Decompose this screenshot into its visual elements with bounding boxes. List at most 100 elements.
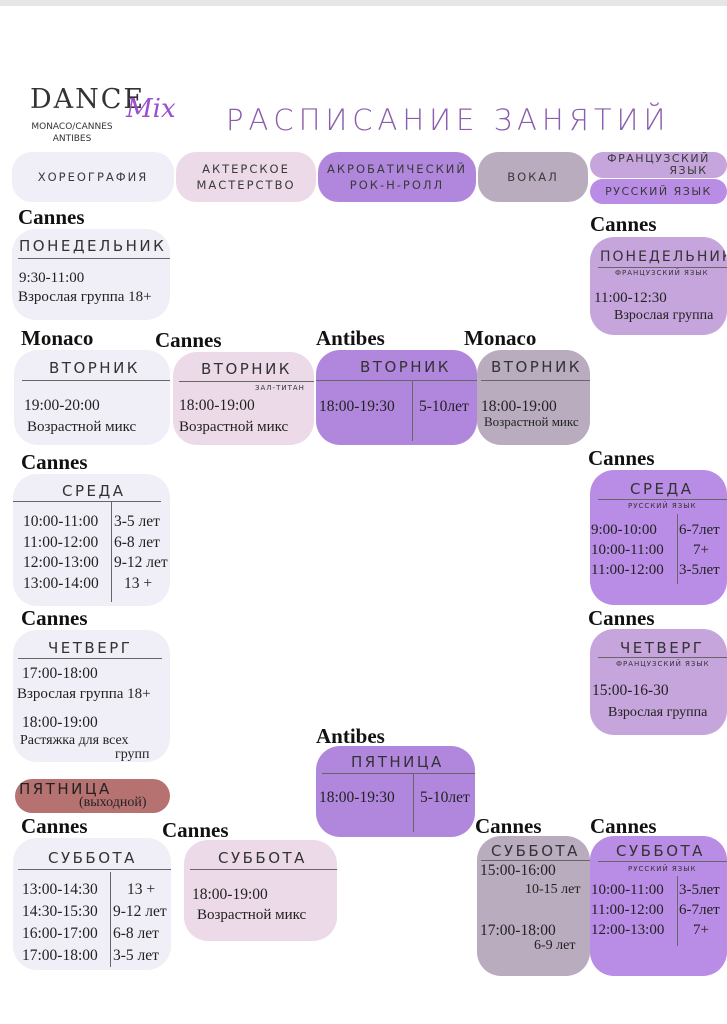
day-label: ЧЕТВЕРГ bbox=[48, 639, 133, 657]
city-label: Cannes bbox=[588, 606, 655, 630]
class-age: 3-5 лет bbox=[114, 513, 160, 530]
class-group: Возрастной микс bbox=[27, 419, 137, 435]
class-age: 6-7лет bbox=[679, 522, 720, 538]
class-age: 6-7лет bbox=[679, 902, 720, 918]
logo-locations: MONACO/CANNES ANTIBES bbox=[22, 121, 122, 145]
class-time: 11:00-12:00 bbox=[591, 562, 664, 578]
category-label: ВОКАЛ bbox=[507, 170, 559, 184]
class-age: 5-10лет bbox=[419, 398, 469, 415]
divider bbox=[22, 380, 170, 381]
logo-accent: Mix bbox=[126, 94, 176, 124]
day-label: ВТОРНИК bbox=[360, 358, 451, 376]
divider bbox=[13, 501, 161, 502]
day-label: СУББОТА bbox=[491, 842, 580, 860]
column-divider bbox=[110, 872, 111, 967]
monday-french-card: ПОНЕДЕЛЬНИК ФРАНЦУЗСКИЙ ЯЗЫК 11:00-12:30… bbox=[590, 237, 727, 335]
saturday-russian-card: СУББОТА РУССКИЙ ЯЗЫК 10:00-11:00 11:00-1… bbox=[590, 836, 727, 976]
class-time: 17:00-18:00 bbox=[480, 922, 556, 939]
logo-word: DANCE bbox=[30, 84, 146, 115]
time-column: 9:00-10:00 10:00-11:00 11:00-12:00 bbox=[591, 520, 664, 580]
class-time: 18:00-19:30 bbox=[319, 398, 395, 415]
language-note: ФРАНЦУЗСКИЙ ЯЗЫК bbox=[615, 269, 709, 277]
language-note: РУССКИЙ ЯЗЫК bbox=[628, 865, 697, 873]
class-group: Возрастной микс bbox=[197, 907, 307, 923]
city-label: Antibes bbox=[316, 326, 385, 350]
category-russian: РУССКИЙ ЯЗЫК bbox=[590, 179, 727, 204]
divider bbox=[322, 773, 475, 774]
class-age: 10-15 лет bbox=[525, 882, 581, 897]
class-group: Возрастной микс bbox=[179, 419, 289, 435]
class-time: 10:00-11:00 bbox=[591, 542, 664, 558]
class-age: 3-5 лет bbox=[113, 947, 159, 964]
class-age: 6-8 лет bbox=[113, 925, 159, 942]
divider bbox=[481, 860, 590, 861]
class-time: 11:00-12:00 bbox=[591, 902, 664, 918]
category-french: ФРАНЦУЗСКИЙ ЯЗЫК bbox=[590, 152, 727, 178]
class-time: 9:30-11:00 bbox=[19, 270, 85, 286]
class-time: 12:00-13:00 bbox=[23, 554, 99, 571]
page-title: РАСПИСАНИЕ ЗАНЯТИЙ bbox=[226, 103, 671, 137]
saturday-vocal-card: СУББОТА 15:00-16:00 10-15 лет 17:00-18:0… bbox=[477, 836, 590, 976]
day-label: ПОНЕДЕЛЬНИК bbox=[19, 237, 167, 255]
friday-day-off-badge: ПЯТНИЦА (выходной) bbox=[15, 779, 170, 813]
day-label: ВТОРНИК bbox=[491, 358, 582, 376]
divider bbox=[190, 869, 337, 870]
day-label: СУББОТА bbox=[616, 842, 705, 860]
day-label: СРЕДА bbox=[62, 482, 126, 500]
class-time: 13:00-14:30 bbox=[22, 881, 98, 898]
column-divider bbox=[413, 774, 414, 832]
class-time: 14:30-15:30 bbox=[22, 903, 98, 920]
class-time: 15:00-16-30 bbox=[592, 682, 669, 699]
class-time: 15:00-16:00 bbox=[480, 862, 556, 879]
divider bbox=[18, 658, 162, 659]
monday-choreography-card: ПОНЕДЕЛЬНИК 9:30-11:00 Взрослая группа 1… bbox=[12, 229, 170, 320]
class-time: 9:00-10:00 bbox=[591, 522, 657, 538]
city-label: Cannes bbox=[590, 212, 657, 236]
tuesday-acrobatic-card: ВТОРНИК 18:00-19:30 5-10лет bbox=[316, 350, 477, 445]
class-age: 3-5лет bbox=[679, 882, 720, 898]
category-label: ФРАНЦУЗСКИЙ bbox=[607, 152, 710, 165]
city-label: Cannes bbox=[590, 814, 657, 838]
category-label: ХОРЕОГРАФИЯ bbox=[37, 170, 149, 184]
class-time: 17:00-18:00 bbox=[22, 947, 98, 964]
class-group: Растяжка для всех bbox=[20, 733, 129, 748]
city-label: Cannes bbox=[588, 446, 655, 470]
category-label: РУССКИЙ ЯЗЫК bbox=[605, 184, 712, 198]
divider bbox=[481, 380, 590, 381]
class-time: 16:00-17:00 bbox=[22, 925, 98, 942]
category-label: ЯЗЫК bbox=[669, 164, 708, 177]
divider bbox=[598, 267, 727, 268]
divider bbox=[598, 657, 727, 658]
category-label: АКТЕРСКОЕ bbox=[202, 162, 290, 176]
divider bbox=[18, 869, 171, 870]
tuesday-choreography-card: ВТОРНИК 19:00-20:00 Возрастной микс bbox=[14, 350, 170, 445]
class-group: Взрослая группа 18+ bbox=[17, 686, 151, 702]
divider bbox=[316, 380, 477, 381]
class-time: 13:00-14:00 bbox=[23, 574, 99, 592]
age-column: 3-5 лет 6-8 лет 9-12 лет 13 + bbox=[114, 512, 168, 594]
day-label: ВТОРНИК bbox=[201, 360, 292, 378]
wednesday-russian-card: СРЕДА РУССКИЙ ЯЗЫК 9:00-10:00 10:00-11:0… bbox=[590, 470, 727, 605]
hall-note: ЗАЛ-ТИТАН bbox=[255, 384, 305, 392]
city-label: Cannes bbox=[162, 818, 229, 842]
divider bbox=[598, 499, 727, 500]
category-vocal: ВОКАЛ bbox=[478, 152, 588, 202]
logo-line-1: MONACO/CANNES bbox=[31, 122, 113, 132]
day-label: ЧЕТВЕРГ bbox=[620, 639, 705, 657]
age-column: 13 + 9-12 лет 6-8 лет 3-5 лет bbox=[113, 879, 167, 967]
category-label: РОК-Н-РОЛЛ bbox=[349, 178, 445, 192]
category-choreography: ХОРЕОГРАФИЯ bbox=[12, 152, 174, 202]
wednesday-choreography-card: СРЕДА 10:00-11:00 11:00-12:00 12:00-13:0… bbox=[13, 474, 170, 606]
city-label: Monaco bbox=[21, 326, 94, 350]
day-label: ПОНЕДЕЛЬНИК bbox=[600, 249, 727, 265]
category-label: АКРОБАТИЧЕСКИЙ bbox=[327, 162, 467, 176]
class-age: 6-8 лет bbox=[114, 533, 160, 551]
class-age: 7+ bbox=[693, 542, 709, 558]
language-note: ФРАНЦУЗСКИЙ ЯЗЫК bbox=[616, 660, 710, 668]
category-label: МАСТЕРСТВО bbox=[196, 178, 296, 192]
divider bbox=[18, 258, 170, 259]
friday-acrobatic-card: ПЯТНИЦА 18:00-19:30 5-10лет bbox=[316, 746, 475, 837]
day-label: ПЯТНИЦА bbox=[351, 753, 444, 771]
divider bbox=[179, 381, 314, 382]
city-label: Cannes bbox=[475, 814, 542, 838]
